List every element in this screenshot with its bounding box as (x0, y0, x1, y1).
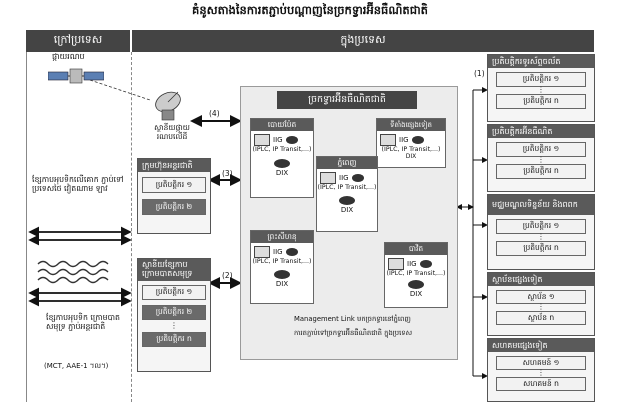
intl-operators-header: ក្រុមហ៊ុនអន្តរជាតិ (138, 159, 210, 172)
ellipsis-dots: ⋮ (537, 85, 545, 94)
router-icon (274, 159, 290, 168)
server-icon (388, 258, 404, 270)
page-title: គំនូសតាងនៃការតភ្ជាប់បណ្ដាញនៃច្រកទ្វារអ៊ី… (192, 3, 428, 17)
submarine-station-box: ស្ថានីយខ្សែកាបក្រោមបាតសមុទ្រ ប្រតិបត្តិក… (137, 258, 211, 372)
intl-operator-2: ប្រតិបត្តិករ ២ (142, 199, 206, 215)
satellite-label: ផ្កាយរណប (52, 52, 85, 61)
group-item: ស្ថាប័ន ១ (496, 290, 586, 304)
services-label: (IPLC, IP Transit,...) (252, 146, 312, 153)
group-item: ប្រតិបត្តិករ ១ (496, 219, 586, 234)
router-icon (274, 270, 290, 279)
satellite-icon (48, 68, 104, 84)
marker-1: (1) (474, 69, 485, 78)
group-item: សហគមន៍ ១ (496, 356, 586, 370)
ellipsis-dots: ⋮ (537, 155, 545, 164)
site-name: បោយប៉ែត (251, 119, 313, 131)
site-name: ភ្នំពេញ (317, 157, 377, 169)
router-icon (339, 196, 355, 205)
group-header: ប្រតិបត្តិករអ៊ីនធឺណិត (488, 125, 594, 138)
group-header: ស្ថាប័នផ្សេងទៀត (488, 273, 594, 286)
iig-label: IIG (339, 174, 349, 182)
group-item: ប្រតិបត្តិករ ១ (496, 72, 586, 87)
land-cable-label: ខ្សែកាបអុបទិកលើគោក ភ្ជាប់ទៅប្រទេសថៃ វៀតណ… (32, 175, 124, 193)
services-label: (IPLC, IP Transit,...) (317, 184, 377, 191)
server-icon (254, 134, 270, 146)
group-item: ស្ថាប័ន n (496, 311, 586, 325)
router-icon (419, 260, 432, 268)
ellipsis-dots: ⋮ (537, 368, 545, 377)
site-name: ទីតាំងផ្សេងទៀត (377, 119, 445, 131)
region-abroad-header: ក្រៅប្រទេស (26, 30, 130, 52)
services-label: (IPLC, IP Transit,...) (252, 258, 312, 265)
site-phnom-penh: ភ្នំពេញ IIG (IPLC, IP Transit,...) DIX (316, 156, 378, 232)
group-item: សហគមន៍ n (496, 377, 586, 391)
iig-label: IIG (407, 260, 417, 268)
group-isp: ប្រតិបត្តិករអ៊ីនធឺណិត ប្រតិបត្តិករ ១ ⋮ ប… (487, 124, 595, 192)
gateway-title: ច្រកទ្វារអ៊ីនធឺណិតជាតិ (277, 91, 417, 109)
ellipsis-dots: ⋮ (537, 232, 545, 241)
dix-label: DIX (275, 169, 289, 177)
region-domestic-header: ក្នុងប្រទេស (132, 30, 594, 52)
marker-3: (3) (222, 169, 233, 178)
site-name: ព្រះសីហនុ (251, 231, 313, 243)
router-icon (351, 174, 364, 182)
legend-domestic-connection: ការតភ្ជាប់ទៅច្រកទ្វារអ៊ីនធឺណិតជាតិ ក្នុង… (294, 329, 413, 337)
dix-label: DIX (340, 206, 354, 214)
group-item: ប្រតិបត្តិករ n (496, 164, 586, 179)
dix-label: DIX (275, 280, 289, 288)
submarine-cable-examples: (MCT, AAE-1 ។ល។) (44, 362, 109, 370)
group-other-institutions: ស្ថាប័នផ្សេងទៀត ស្ថាប័ន ១ ⋮ ស្ថាប័ន n (487, 272, 595, 336)
site-bavet: បាវិត IIG (IPLC, IP Transit,...) DIX (384, 242, 448, 308)
sea-waves-icon (37, 260, 109, 284)
submarine-operator-2: ប្រតិបត្តិករ ២ (142, 305, 206, 320)
iig-label: IIG (399, 136, 409, 144)
router-icon (411, 136, 424, 144)
site-poipet: បោយប៉ែត IIG (IPLC, IP Transit,...) DIX (250, 118, 314, 198)
satellite-dish-icon (155, 91, 181, 121)
group-header: ប្រតិបត្តិករទូរស័ព្ទចល័ត (488, 55, 594, 68)
submarine-operator-n: ប្រតិបត្តិករ n (142, 332, 206, 347)
server-icon (254, 246, 270, 258)
intl-operators-box: ក្រុមហ៊ុនអន្តរជាតិ ប្រតិបត្តិករ ១ ប្រតិប… (137, 158, 211, 234)
submarine-cable-label: ខ្សែកាបអុបទិក ក្រោមបាតសមុទ្រ ភ្ជាប់អន្តរ… (46, 313, 120, 331)
ellipsis-dots: ⋮ (537, 302, 545, 311)
iig-label: IIG (273, 136, 283, 144)
group-item: ប្រតិបត្តិករ n (496, 241, 586, 256)
site-other: ទីតាំងផ្សេងទៀត IIG (IPLC, IP Transit,...… (376, 118, 446, 168)
services-label: (IPLC, IP Transit,...) (386, 270, 446, 277)
server-icon (380, 134, 396, 146)
legend-management-link: Management Link មកច្រកទ្វារនៅភ្នំពេញ (294, 315, 411, 323)
router-icon (285, 248, 298, 256)
group-item: ប្រតិបត្តិករ ១ (496, 142, 586, 157)
group-mobile-operators: ប្រតិបត្តិករទូរស័ព្ទចល័ត ប្រតិបត្តិករ ១ … (487, 54, 595, 122)
services-label: (IPLC, IP Transit,...) (381, 146, 441, 153)
marker-2: (2) (222, 271, 233, 280)
iig-label: IIG (273, 248, 283, 256)
group-header: សហគមផ្សេងទៀត (488, 339, 594, 352)
router-icon (408, 280, 424, 289)
site-name: បាវិត (385, 243, 447, 255)
group-item: ប្រតិបត្តិករ n (496, 94, 586, 109)
site-sihanouk: ព្រះសីហនុ IIG (IPLC, IP Transit,...) DIX (250, 230, 314, 304)
router-icon (285, 136, 298, 144)
server-icon (320, 172, 336, 184)
ellipsis-dots: ⋮ (170, 321, 178, 330)
group-other-communities: សហគមផ្សេងទៀត សហគមន៍ ១ ⋮ សហគមន៍ n (487, 338, 595, 402)
submarine-operator-1: ប្រតិបត្តិករ ១ (142, 285, 206, 300)
group-header: មជ្ឈមណ្ឌលទិន្នន័យ និងពពក (488, 195, 594, 215)
ground-station-label: ស្ថានីយផ្កាយ រណបលើដី (154, 123, 190, 141)
intl-operator-1: ប្រតិបត្តិករ ១ (142, 177, 206, 193)
marker-4: (4) (209, 109, 220, 118)
submarine-station-header: ស្ថានីយខ្សែកាបក្រោមបាតសមុទ្រ (138, 259, 210, 281)
group-data-center: មជ្ឈមណ្ឌលទិន្នន័យ និងពពក ប្រតិបត្តិករ ១ … (487, 194, 595, 270)
dix-label: DIX (409, 290, 423, 298)
dix-label: DIX (405, 153, 417, 160)
